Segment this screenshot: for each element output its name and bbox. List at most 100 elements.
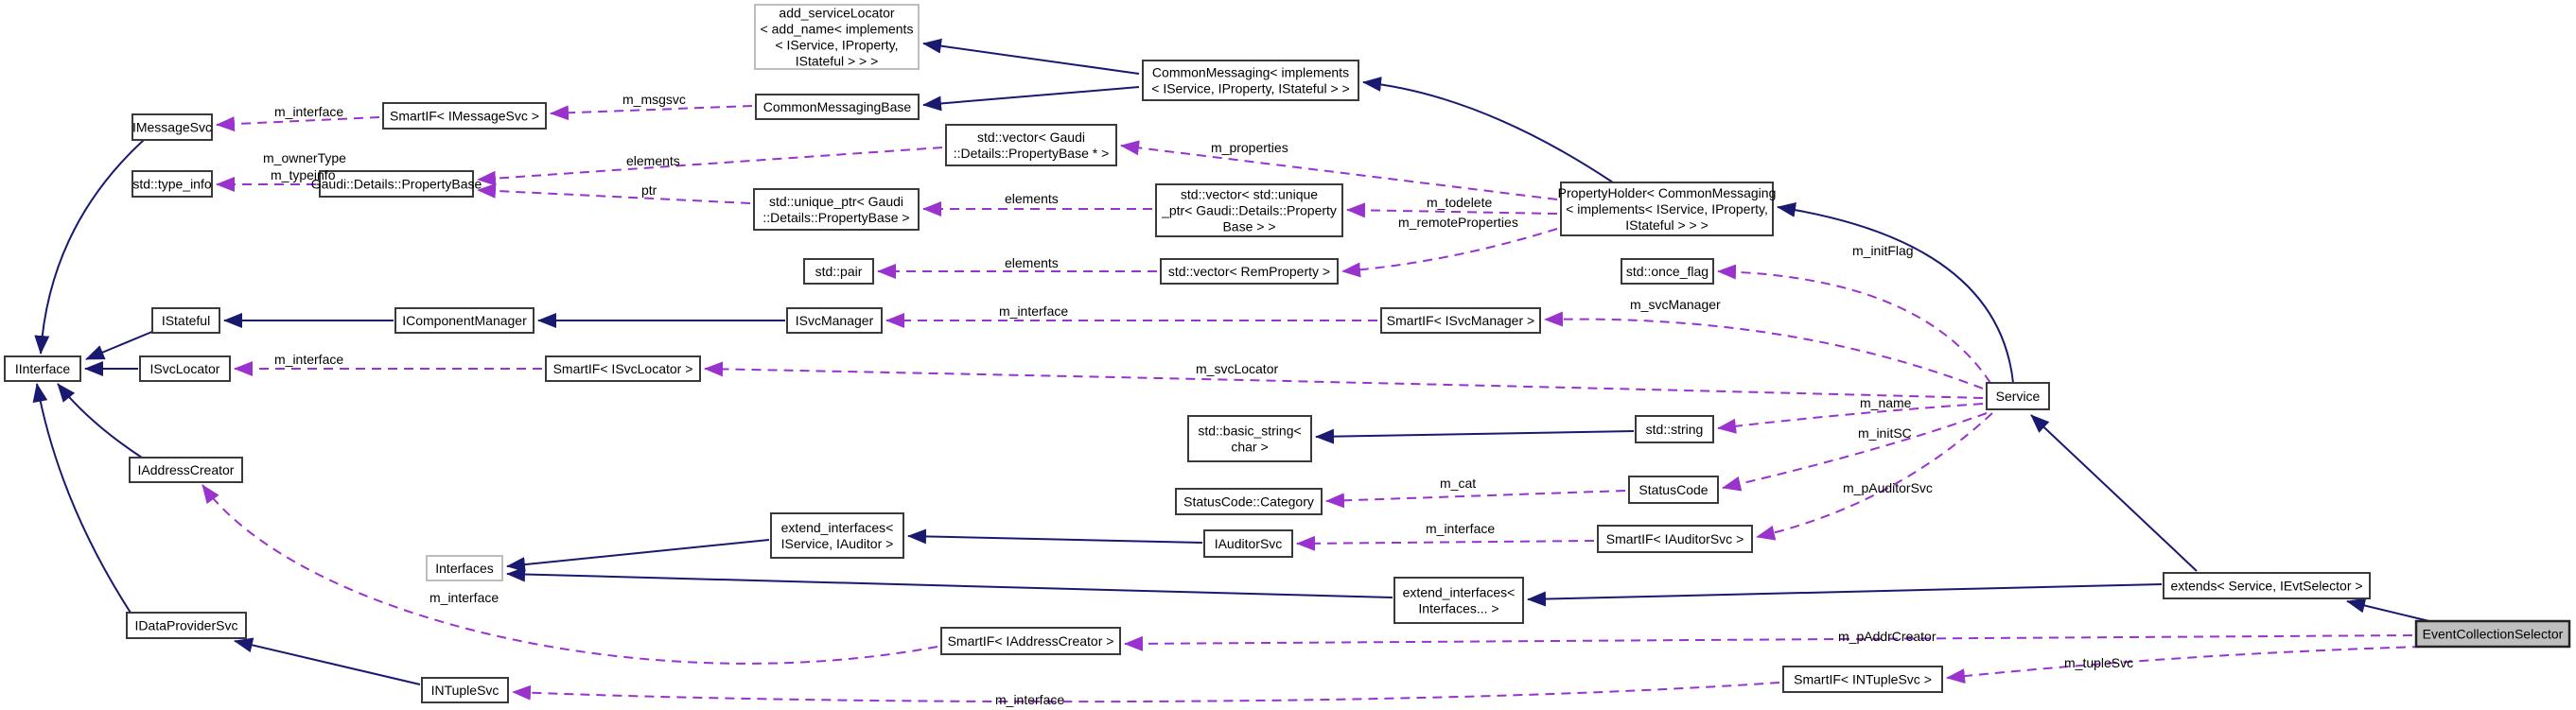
edge-PropertyHolder-to-vector-unique-ptr [1346, 202, 1558, 218]
node-label: IStateful > > > [796, 54, 879, 69]
node-std-vector-RemProperty[interactable]: std::vector< RemProperty > [1160, 258, 1339, 285]
node-label: IInterface [15, 361, 71, 376]
node-label: CommonMessagingBase [763, 99, 912, 114]
node-IMessageSvc[interactable]: IMessageSvc [131, 113, 213, 141]
node-std-vector-PropertyBase-ptr[interactable]: std::vector< Gaudi::Details::PropertyBas… [945, 124, 1117, 166]
node-label: StatusCode::Category [1183, 494, 1314, 510]
edge-extend-interfaces-variadic-to-Interfaces [506, 566, 1393, 598]
node-label: IService, IAuditor > [781, 536, 894, 551]
edge-label-m_ownerType: m_ownerType [263, 150, 346, 165]
node-SmartIF-ISvcLocator[interactable]: SmartIF< ISvcLocator > [545, 355, 701, 382]
node-label: Gaudi::Details::PropertyBase [311, 177, 482, 192]
edge-label-m_initSC: m_initSC [1858, 425, 1912, 441]
node-extends-Service-IEvtSelector[interactable]: extends< Service, IEvtSelector > [2163, 572, 2371, 599]
node-IComponentManager[interactable]: IComponentManager [394, 307, 534, 334]
edge-Service-to-SmartIF-ISvcLocator [704, 361, 1984, 399]
edge-label-elements: elements [1005, 191, 1059, 206]
node-StatusCode[interactable]: StatusCode [1628, 476, 1719, 504]
node-SmartIF-IAuditorSvc[interactable]: SmartIF< IAuditorSvc > [1597, 525, 1753, 553]
node-std-vector-unique-ptr[interactable]: std::vector< std::unique_ptr< Gaudi::Det… [1155, 183, 1343, 237]
node-SmartIF-IMessageSvc[interactable]: SmartIF< IMessageSvc > [382, 102, 547, 130]
node-label: < implements< IService, IProperty, [1566, 201, 1768, 216]
edge-CommonMessaging-to-CommonMessagingBase [922, 86, 1140, 112]
node-extend-interfaces-IService-IAuditor[interactable]: extend_interfaces<IService, IAuditor > [770, 512, 904, 559]
edge-label-ptr: ptr [641, 182, 657, 198]
node-label: IMessageSvc [132, 120, 212, 135]
edge-label-m_interface: m_interface [274, 352, 343, 367]
node-label: CommonMessaging< implements [1152, 65, 1349, 80]
edge-label-m_pAuditorSvc: m_pAuditorSvc [1843, 480, 1933, 495]
edge-EventCollectionSelector-to-SmartIF-INTupleSvc [1946, 646, 2423, 684]
node-label: SmartIF< IAuditorSvc > [1606, 531, 1744, 546]
node-Service[interactable]: Service [1986, 382, 2050, 410]
node-SmartIF-INTupleSvc[interactable]: SmartIF< INTupleSvc > [1782, 666, 1943, 693]
node-IInterface[interactable]: IInterface [4, 355, 81, 382]
node-Gaudi-Details-PropertyBase[interactable]: Gaudi::Details::PropertyBase [311, 170, 482, 198]
node-label: IStateful [162, 313, 210, 328]
node-label: ISvcLocator [150, 361, 220, 376]
edge-PropertyHolder-to-vector-PropertyBase-ptr [1120, 140, 1558, 200]
node-label: SmartIF< IAddressCreator > [948, 633, 1114, 649]
node-std-unique-ptr-PropertyBase[interactable]: std::unique_ptr< Gaudi::Details::Propert… [753, 188, 920, 231]
node-label: _ptr< Gaudi::Details::Property [1161, 203, 1337, 218]
node-std-type-info[interactable]: std::type_info [131, 170, 213, 198]
edge-IMessageSvc-to-IInterface [34, 139, 145, 355]
node-label: Service [1996, 389, 2041, 404]
node-label: Interfaces [435, 561, 493, 576]
edge-SmartIF-IAddressCreator-to-IAddressCreator [202, 484, 938, 665]
node-EventCollectionSelector[interactable]: EventCollectionSelector [2414, 619, 2571, 649]
node-CommonMessagingBase[interactable]: CommonMessagingBase [755, 94, 920, 120]
node-Interfaces[interactable]: Interfaces [426, 555, 503, 581]
edge-IAuditorSvc-to-extend-interfaces [907, 528, 1203, 545]
edge-PropertyHolder-to-CommonMessaging [1362, 77, 1614, 183]
edge-label-m_interface: m_interface [995, 692, 1064, 707]
node-IAddressCreator[interactable]: IAddressCreator [129, 457, 243, 483]
node-label: StatusCode [1638, 482, 1708, 497]
edge-StatusCode-to-StatusCode-Category [1325, 490, 1626, 509]
node-StatusCode-Category[interactable]: StatusCode::Category [1175, 488, 1323, 515]
node-CommonMessaging[interactable]: CommonMessaging< implements< IService, I… [1142, 60, 1359, 101]
node-std-pair[interactable]: std::pair [803, 258, 874, 285]
node-IAuditorSvc[interactable]: IAuditorSvc [1203, 529, 1293, 558]
node-label: std::pair [815, 264, 863, 279]
edge-CommonMessagingBase-to-SmartIF-IMessageSvc [550, 105, 753, 121]
edge-label-elements: elements [626, 153, 680, 168]
node-IDataProviderSvc[interactable]: IDataProviderSvc [126, 612, 247, 639]
node-std-basic-string[interactable]: std::basic_string<char > [1187, 415, 1312, 462]
node-extend-interfaces-variadic[interactable]: extend_interfaces<Interfaces... > [1393, 577, 1524, 624]
node-SmartIF-ISvcManager[interactable]: SmartIF< ISvcManager > [1380, 307, 1541, 334]
edge-SmartIF-IAuditorSvc-to-IAuditorSvc [1296, 535, 1595, 551]
node-add-serviceLocator[interactable]: add_serviceLocator< add_name< implements… [754, 4, 920, 70]
node-SmartIF-IAddressCreator[interactable]: SmartIF< IAddressCreator > [940, 627, 1121, 655]
edge-Service-to-std-string [1717, 403, 1984, 434]
edge-vector-PropertyBase-ptr-to-PropertyBase [477, 147, 943, 186]
node-label: IStateful > > > [1625, 217, 1709, 233]
edge-Service-to-SmartIF-ISvcManager [1544, 311, 1984, 390]
edge-std-string-to-std-basic-string [1315, 428, 1635, 444]
edge-extends-to-Service [2030, 414, 2198, 572]
node-IStateful[interactable]: IStateful [151, 307, 220, 334]
edge-label-m_initFlag: m_initFlag [1852, 243, 1914, 258]
node-label: char > [1231, 440, 1268, 455]
node-std-string[interactable]: std::string [1635, 415, 1714, 443]
node-label: std::vector< RemProperty > [1168, 264, 1330, 279]
node-INTupleSvc[interactable]: INTupleSvc [421, 677, 509, 703]
edge-label-m_svcManager: m_svcManager [1630, 297, 1721, 312]
node-PropertyHolder[interactable]: PropertyHolder< CommonMessaging< impleme… [1558, 182, 1777, 236]
edge-label-elements: elements [1005, 255, 1059, 270]
node-label: IComponentManager [402, 313, 527, 328]
node-label: std::string [1646, 422, 1704, 437]
node-label: extend_interfaces< [1403, 585, 1516, 600]
edge-extend-interfaces-to-Interfaces [506, 539, 770, 573]
node-ISvcLocator[interactable]: ISvcLocator [139, 355, 231, 382]
node-std-once-flag[interactable]: std::once_flag [1621, 258, 1714, 285]
edge-label-m_remoteProperties: m_remoteProperties [1398, 215, 1518, 230]
node-label: < IService, IProperty, [775, 38, 898, 53]
node-label: SmartIF< INTupleSvc > [1794, 672, 1932, 687]
node-ISvcManager[interactable]: ISvcManager [786, 307, 883, 334]
edge-extends-to-extend-interfaces-variadic [1527, 583, 2163, 607]
edge-PropertyHolder-to-vector-RemProperty [1341, 228, 1558, 278]
edge-INTupleSvc-to-IDataProviderSvc [234, 637, 421, 685]
edge-unique-ptr-to-PropertyBase [477, 182, 751, 204]
